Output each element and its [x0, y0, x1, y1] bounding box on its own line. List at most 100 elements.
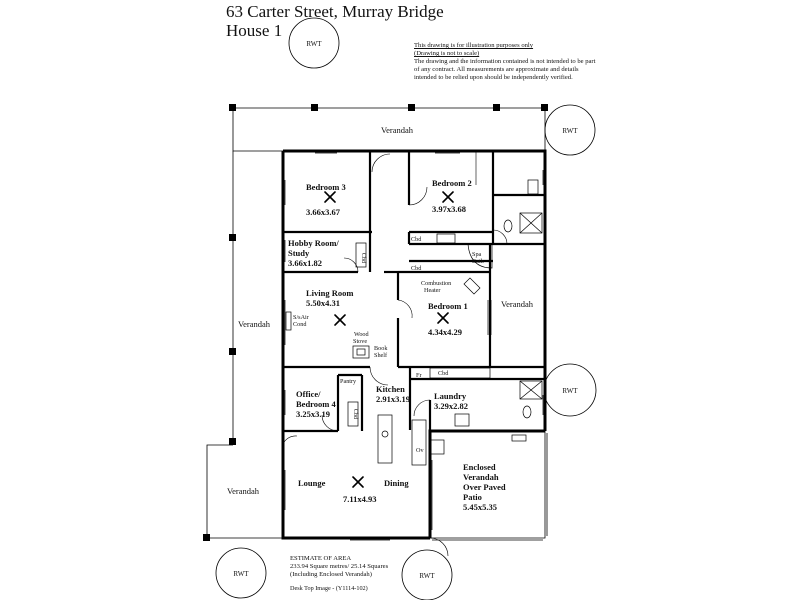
room-enclosed-l3: Over Paved	[463, 482, 506, 492]
spa-label-2: Bath	[472, 258, 485, 265]
room-enclosed-l1: Enclosed	[463, 462, 496, 472]
oven-icon	[429, 439, 445, 455]
fan-icon	[352, 476, 364, 488]
kitchen-island-icon	[377, 414, 393, 464]
toilet-icon	[503, 219, 513, 233]
aircon-label-2: Cond	[293, 321, 307, 328]
image-credit: Desk Top Image - (Y1114-102)	[290, 585, 368, 592]
disclaimer-line1: This drawing is for illustration purpose…	[414, 42, 534, 49]
rwt-tank-bottom-mid	[401, 549, 453, 600]
room-living-dims: 5.50x4.31	[306, 298, 340, 308]
room-verandah-left: Verandah	[238, 319, 271, 329]
kitchen-sink-icon	[381, 430, 389, 438]
room-enclosed-dims: 5.45x5.35	[463, 502, 497, 512]
fan-icon	[334, 314, 346, 326]
fan-icon	[442, 191, 454, 203]
wood-stove-label-2: Stove	[353, 338, 367, 345]
plan-title: 63 Carter Street, Murray Bridge House 1	[226, 2, 444, 40]
enclosed-basin-icon	[511, 434, 527, 442]
disclaimer-line2: (Drawing is not to scale)	[414, 50, 480, 57]
cbd-label-hobby: Cbd	[360, 253, 367, 264]
room-verandah-right: Verandah	[501, 299, 534, 309]
room-verandah-bottom-left: Verandah	[227, 486, 260, 496]
air-conditioner-icon	[285, 311, 292, 331]
room-bedroom3-name: Bedroom 3	[306, 182, 346, 192]
disclaimer-body: The drawing and the information containe…	[414, 58, 596, 81]
interior-walls	[283, 151, 545, 433]
laundry-toilet-icon	[522, 405, 532, 419]
ceiling-fans	[324, 191, 454, 488]
room-hobby-dims: 3.66x1.82	[288, 258, 322, 268]
room-bedroom1-name: Bedroom 1	[428, 301, 468, 311]
room-laundry-dims: 3.29x2.82	[434, 401, 468, 411]
room-dining-name: Dining	[384, 478, 409, 488]
shower-icon	[519, 212, 543, 234]
room-living-name: Living Room	[306, 288, 353, 298]
rwt-label: RWT	[562, 127, 578, 135]
laundry-shower-icon	[519, 380, 543, 400]
rainwater-tanks	[215, 17, 597, 600]
room-enclosed-l4: Patio	[463, 492, 482, 502]
rwt-label: RWT	[233, 570, 249, 578]
room-office-name2: Bedroom 4	[296, 399, 336, 409]
cbd-label-hall: Cbd	[411, 265, 422, 272]
laundry-trough-icon	[454, 413, 470, 427]
estimate-area: 233.94 Square metres/ 25.14 Squares	[290, 563, 389, 570]
book-shelf-label-1: Book	[374, 345, 388, 352]
fan-icon	[324, 191, 336, 203]
windows	[281, 149, 547, 541]
estimate-heading: ESTIMATE OF AREA	[290, 555, 352, 562]
disclaimer: This drawing is for illustration purpose…	[414, 42, 599, 82]
fan-icon	[437, 312, 449, 324]
cbd-label-bed2: Cbd	[411, 236, 422, 243]
room-bedroom1-dims: 4.34x4.29	[428, 327, 462, 337]
estimate-inclusion: (Including Enclosed Verandah)	[290, 571, 372, 578]
cbd-label-office: Cbd	[352, 409, 359, 420]
room-office-dims: 3.25x3.19	[296, 409, 330, 419]
enclosed-verandah-outline	[430, 430, 548, 541]
basin-icon	[436, 233, 456, 244]
room-laundry-name: Laundry	[434, 391, 467, 401]
pantry-label: Pantry	[340, 378, 357, 385]
kitchen-bench-icon	[411, 419, 427, 466]
room-kitchen-name: Kitchen	[376, 384, 405, 394]
rwt-label: RWT	[419, 572, 435, 580]
cbd-label-laundry: Cbd	[438, 370, 449, 377]
rwt-tank-top	[288, 17, 340, 69]
combustion-label-1: Combustion	[421, 280, 451, 287]
address-heading: 63 Carter Street, Murray Bridge	[226, 2, 444, 21]
room-enclosed-l2: Verandah	[463, 472, 499, 482]
fridge-label: Fr	[416, 372, 422, 379]
rwt-tank-bottom-left	[215, 547, 267, 599]
house-heading: House 1	[226, 21, 283, 40]
wood-stove-icon	[352, 345, 370, 359]
oven-label: Ov	[416, 447, 424, 454]
area-estimate: ESTIMATE OF AREA 233.94 Square metres/ 2…	[290, 555, 388, 579]
wood-stove-label-1: Wood	[354, 331, 370, 338]
door-swings	[282, 151, 508, 557]
office-cupboard-icon	[347, 401, 359, 427]
aircon-label-1: S/sAir	[293, 314, 309, 321]
combustion-label-2: Heater	[424, 287, 441, 294]
room-bedroom3-dims: 3.66x3.67	[306, 207, 341, 217]
spa-bath-icon	[467, 243, 493, 269]
room-lounge-name: Lounge	[298, 478, 326, 488]
fixtures	[285, 179, 543, 466]
room-bedroom2-dims: 3.97x3.68	[432, 204, 466, 214]
rwt-label: RWT	[562, 387, 578, 395]
rwt-label: RWT	[306, 40, 322, 48]
room-hobby-name1: Hobby Room/	[288, 238, 339, 248]
verandah-posts	[203, 104, 548, 541]
vanity-icon	[527, 179, 539, 195]
combustion-heater-icon	[463, 277, 481, 295]
room-verandah-top: Verandah	[381, 125, 414, 135]
room-kitchen-dims: 2.91x3.19	[376, 394, 410, 404]
hobby-cupboard-icon	[355, 242, 367, 268]
room-hobby-name2: Study	[288, 248, 310, 258]
room-office-name1: Office/	[296, 389, 321, 399]
room-bedroom2-name: Bedroom 2	[432, 178, 472, 188]
room-lounge-dining-dims: 7.11x4.93	[343, 494, 377, 504]
spa-label-1: Spa	[472, 251, 482, 258]
laundry-cupboard-icon	[429, 367, 491, 379]
